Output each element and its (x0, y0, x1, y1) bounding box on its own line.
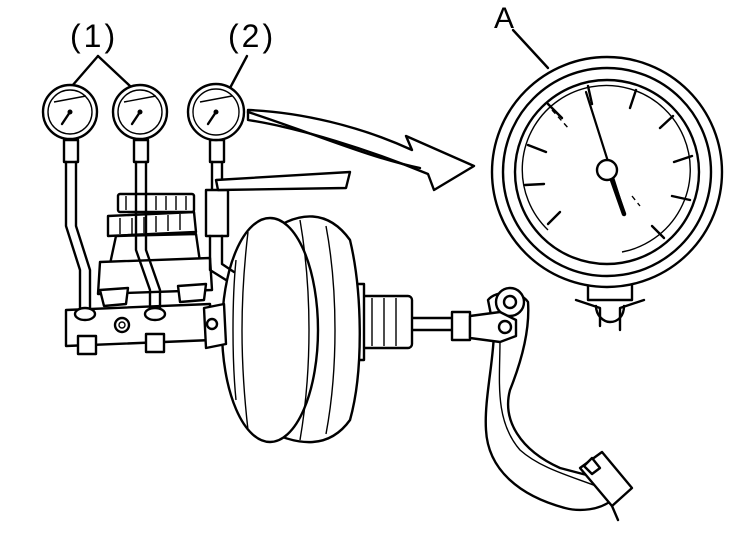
label-gauge-pair: (1) (70, 18, 119, 54)
label-2-leader-line (228, 54, 249, 90)
detail-gauge-a (490, 55, 724, 332)
brake-booster (220, 215, 414, 444)
label-1-leader-lines (70, 54, 132, 88)
brake-pedal (484, 286, 634, 522)
label-a-leader-line (511, 28, 550, 70)
gauge-1b (111, 83, 169, 141)
label-detail-a: A (494, 2, 515, 35)
gauge-2 (186, 82, 246, 142)
gauge-1a (41, 83, 99, 141)
label-vacuum-gauge: (2) (228, 18, 277, 54)
gauge-1-lines (62, 138, 167, 322)
detail-arrow (246, 108, 476, 192)
gauge-2-line (204, 138, 352, 282)
push-rod (408, 310, 518, 344)
